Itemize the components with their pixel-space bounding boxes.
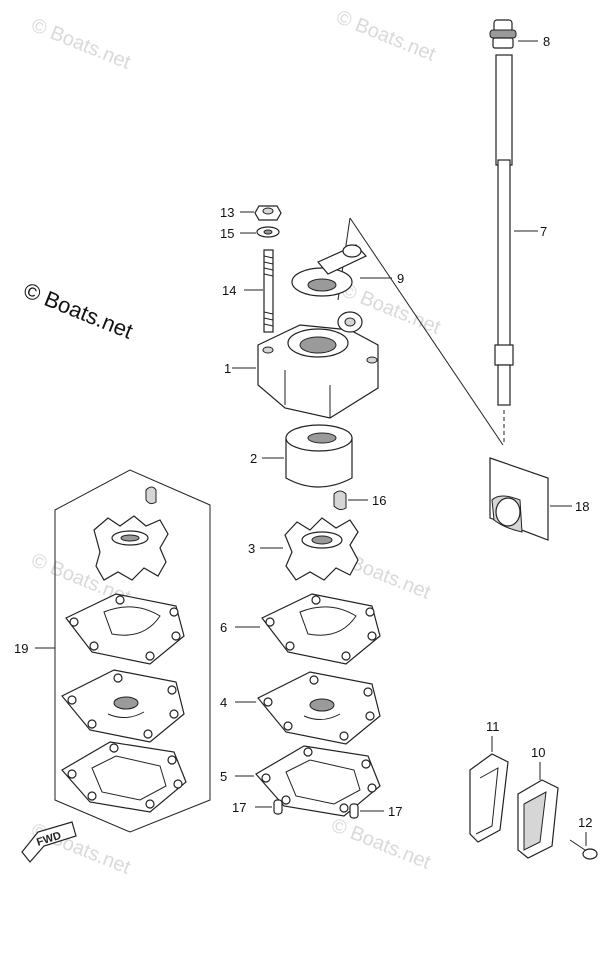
callout-11: 11 — [486, 719, 500, 734]
callout-9: 9 — [397, 271, 404, 286]
part-9-arm — [291, 244, 392, 297]
part-7-rod — [494, 54, 538, 445]
watermark-1: © Boats.net — [28, 14, 134, 74]
part-3-impeller — [260, 517, 359, 581]
part-2-liner — [262, 424, 353, 488]
callout-16: 16 — [372, 493, 386, 508]
callout-14: 14 — [222, 283, 236, 298]
callout-2: 2 — [250, 451, 257, 466]
callout-numbers: 8 7 9 13 15 14 1 2 16 18 3 19 6 4 5 17 1… — [14, 34, 592, 830]
callout-5: 5 — [220, 769, 227, 784]
callout-10: 10 — [531, 745, 545, 760]
callout-17-left: 17 — [232, 800, 246, 815]
part-16-key — [333, 490, 368, 511]
part-19-kit — [35, 469, 211, 833]
part-13-nut — [240, 205, 282, 221]
part-4-plate — [235, 671, 381, 745]
part-8-grommet — [489, 19, 538, 49]
watermark-2: © Boats.net — [333, 6, 439, 66]
part-12-screw — [569, 832, 598, 860]
callout-1: 1 — [224, 361, 231, 376]
part-11-bracket — [469, 736, 509, 843]
callout-4: 4 — [220, 695, 227, 710]
callout-6: 6 — [220, 620, 227, 635]
callout-7: 7 — [540, 224, 547, 239]
part-6-gasket — [235, 593, 381, 665]
callout-18: 18 — [575, 499, 589, 514]
callout-3: 3 — [248, 541, 255, 556]
callout-12: 12 — [578, 815, 592, 830]
callout-8: 8 — [543, 34, 550, 49]
part-14-stud — [244, 249, 274, 333]
part-1-housing — [232, 311, 379, 419]
watermark-6: © Boats.net — [328, 814, 434, 874]
callout-19: 19 — [14, 641, 28, 656]
part-10-holder — [517, 762, 559, 859]
part-17-pins — [255, 799, 384, 819]
watermark-5: © Boats.net — [28, 819, 134, 879]
callout-17-right: 17 — [388, 804, 402, 819]
watermarks: © Boats.net © Boats.net © Boats.net © Bo… — [28, 6, 444, 879]
part-5-gasket — [235, 745, 381, 817]
part-18-plate — [489, 457, 572, 541]
copyright-label: © Boats.net — [20, 277, 136, 343]
callout-13: 13 — [220, 205, 234, 220]
part-15-washer — [240, 226, 280, 238]
callout-15: 15 — [220, 226, 234, 241]
